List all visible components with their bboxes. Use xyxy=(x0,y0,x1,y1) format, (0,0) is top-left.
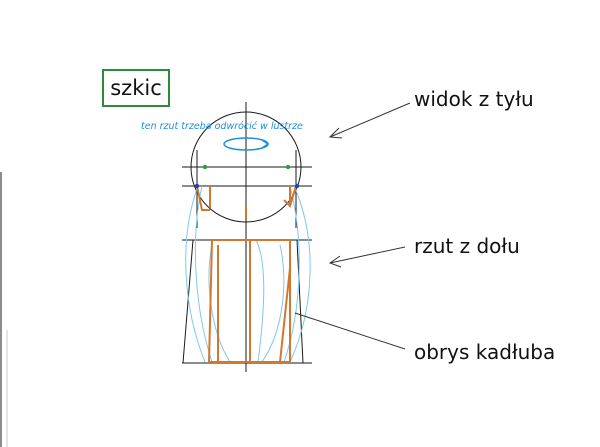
blue-sketch-curves xyxy=(185,185,311,363)
label-bottom-view: rzut z dołu xyxy=(414,234,520,258)
marker-green-left xyxy=(202,164,208,170)
sketch-title: szkic xyxy=(102,69,170,107)
arrow-back-view xyxy=(329,102,411,138)
hull-top-left xyxy=(196,185,210,211)
rotate-arrow-icon xyxy=(223,137,270,151)
hull-side-right-line xyxy=(296,239,304,364)
marker-blue-right xyxy=(294,183,300,189)
label-hull-outline: obrys kadłuba xyxy=(414,340,556,364)
marker-blue-left xyxy=(194,183,200,189)
arrow-bottom-view-head xyxy=(328,255,342,268)
hull-right-diagonal xyxy=(279,267,291,363)
leader-arrows xyxy=(294,102,411,350)
arrow-hull-outline xyxy=(294,312,406,350)
marker-green-right xyxy=(285,164,291,170)
rear-circle xyxy=(190,111,302,223)
hull-top-right xyxy=(283,185,297,208)
label-back-view: widok z tyłu xyxy=(414,87,534,111)
arrow-back-view-head xyxy=(328,127,343,139)
mirror-note: ten rzut trzeba odwrócić w lustrze xyxy=(141,121,303,132)
hull-left-edge xyxy=(208,239,213,363)
hull-outline-drawing xyxy=(196,185,297,363)
arrow-bottom-view xyxy=(329,246,406,264)
hull-side-left-line xyxy=(182,239,194,364)
